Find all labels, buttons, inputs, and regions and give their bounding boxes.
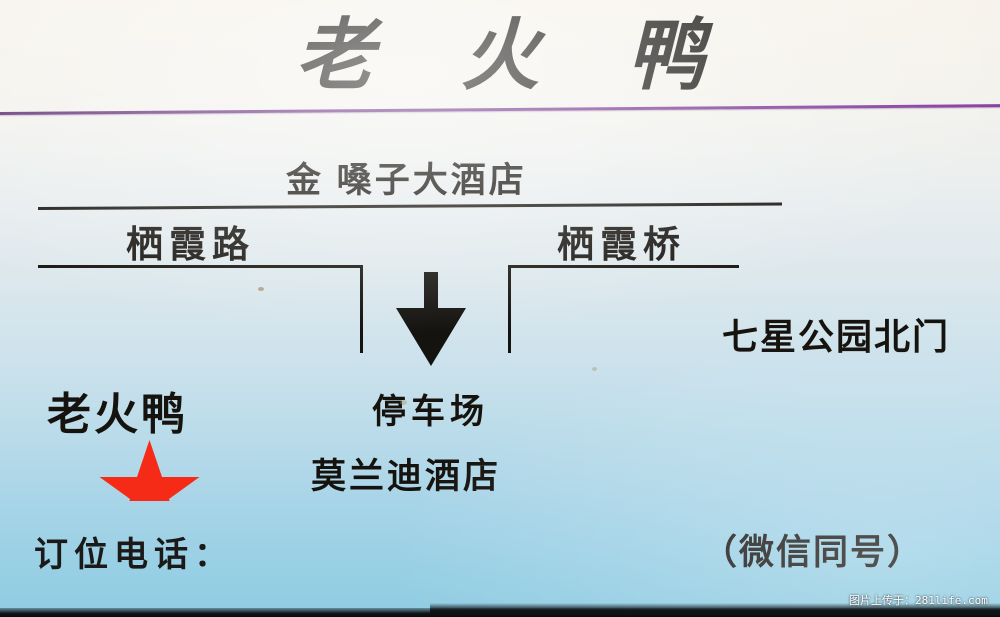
qixia-bridge-branch-line [508,265,511,353]
map-label-morandi-hotel: 莫兰迪酒店 [311,457,502,496]
paper-speck [258,287,264,291]
map-label-jinsangzi-hotel: 金 嗓子大酒店 [286,161,527,200]
paper-speck [592,367,597,371]
page-title: 老 火 鸭 [295,12,739,99]
photo-bottom-edge [0,608,1000,617]
arrow-head [396,308,466,366]
map-label-qixia-road: 栖霞路 [126,224,255,265]
map-label-shop-name: 老火鸭 [47,390,188,439]
map-label-parking-lot: 停车场 [372,393,489,431]
watermark-text: 图片上传于：281life.com [849,594,988,607]
card-header: 老 火 鸭 [0,0,1000,118]
down-arrow-icon [396,272,466,366]
map-label-qixia-bridge: 栖霞桥 [557,224,686,265]
reservation-phone-label: 订位电话： [34,536,234,574]
qixia-road-upper-line [37,202,782,210]
arrow-stem [424,272,438,312]
map-label-park-north-gate: 七星公园北门 [722,316,951,357]
wechat-same-number-note: （微信同号） [702,533,925,572]
red-star-marker-icon [99,440,200,501]
qixia-road-branch-line [360,265,363,353]
